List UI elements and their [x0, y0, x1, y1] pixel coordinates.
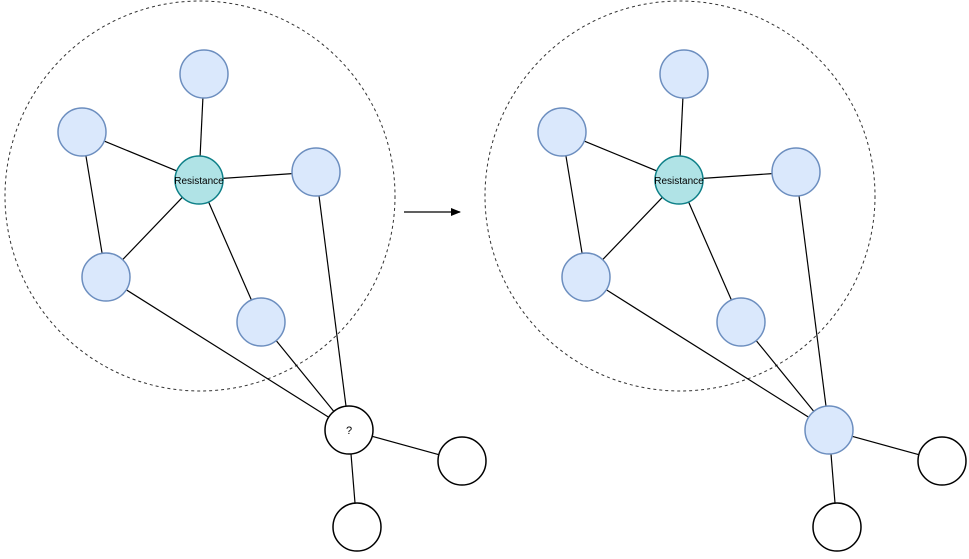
edge-lower-middle-center — [208, 201, 252, 301]
resistance-label: Resistance — [174, 176, 224, 187]
node-upper-left — [537, 107, 587, 157]
node-query — [324, 405, 374, 455]
edge-lower-middle-query — [275, 340, 335, 412]
node-top — [659, 49, 709, 99]
panel-after: Resistance — [484, 0, 967, 552]
neighborhood-boundary — [4, 0, 396, 392]
edge-right-center — [702, 173, 773, 179]
node-right — [771, 147, 821, 197]
node-lower-left — [81, 252, 131, 302]
nodes: Resistance — [537, 49, 967, 552]
edge-query-outer-bottom — [350, 453, 356, 504]
edge-query-outer-right — [371, 435, 440, 456]
panel-before: Resistance? — [4, 0, 487, 552]
edges — [85, 97, 440, 504]
node-outer-bottom — [812, 502, 862, 552]
node-upper-left — [57, 107, 107, 157]
edge-top-center — [199, 97, 204, 157]
node-lower-middle — [716, 297, 766, 347]
edge-query-outer-right — [851, 435, 920, 456]
edge-query-outer-bottom — [830, 453, 836, 504]
node-center — [654, 155, 704, 205]
node-outer-right — [917, 436, 967, 486]
node-query — [804, 405, 854, 455]
edge-lower-left-query — [125, 289, 330, 418]
edge-upper-left-lower-left — [565, 155, 583, 254]
edge-lower-left-center — [602, 196, 663, 261]
edge-right-center — [222, 173, 293, 179]
node-outer-right — [437, 436, 487, 486]
edge-right-query — [318, 195, 347, 407]
node-outer-bottom — [332, 502, 382, 552]
nodes: Resistance? — [57, 49, 487, 552]
node-center — [174, 155, 224, 205]
edge-lower-middle-query — [755, 340, 815, 412]
resistance-label: Resistance — [654, 176, 704, 187]
edge-upper-left-center — [583, 140, 658, 172]
edge-top-center — [679, 97, 684, 157]
node-right — [291, 147, 341, 197]
edge-upper-left-center — [103, 140, 178, 172]
unknown-label: ? — [346, 425, 352, 437]
edge-right-query — [798, 195, 827, 407]
node-lower-middle — [236, 297, 286, 347]
edge-lower-left-query — [605, 289, 810, 418]
edge-lower-left-center — [122, 196, 183, 261]
neighborhood-boundary — [484, 0, 876, 392]
edges — [565, 97, 920, 504]
node-lower-left — [561, 252, 611, 302]
edge-upper-left-lower-left — [85, 155, 103, 254]
edge-lower-middle-center — [688, 201, 732, 301]
node-top — [179, 49, 229, 99]
